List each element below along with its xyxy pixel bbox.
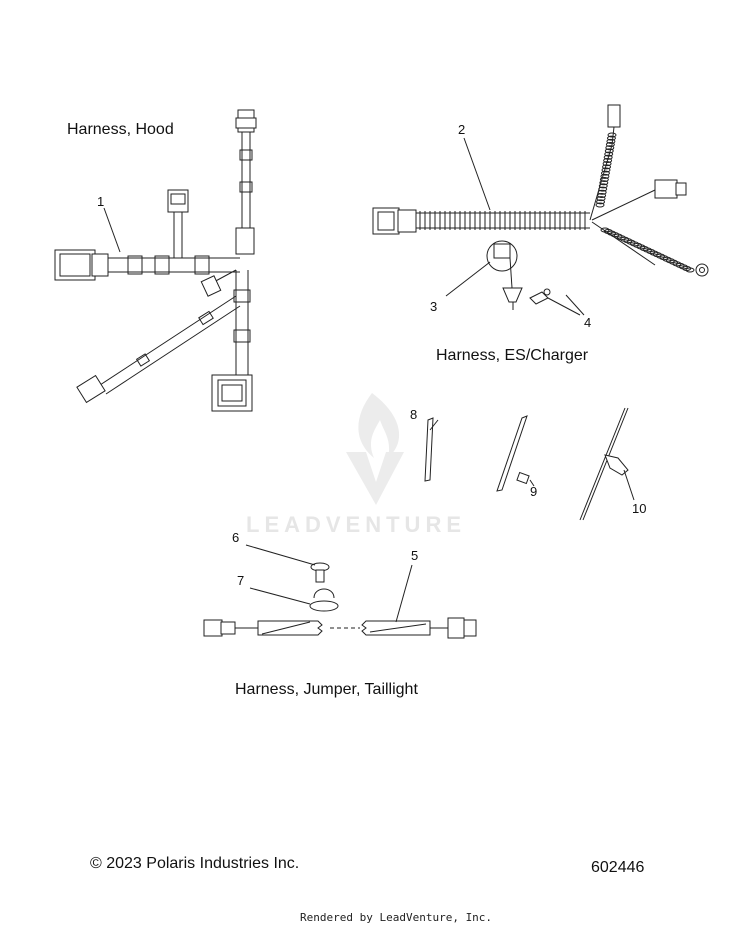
section-title-jumper: Harness, Jumper, Taillight xyxy=(235,681,418,698)
cable-ties-drawing xyxy=(424,407,635,521)
section-title-hood: Harness, Hood xyxy=(67,121,174,138)
diagram-number: 602446 xyxy=(591,859,645,876)
callout-5: 5 xyxy=(411,548,419,563)
callout-4: 4 xyxy=(584,315,592,330)
copyright-text: © 2023 Polaris Industries Inc. xyxy=(90,855,300,872)
callout-7: 7 xyxy=(237,573,245,588)
rendered-by-text: Rendered by LeadVenture, Inc. xyxy=(300,911,493,924)
watermark-text: LEADVENTURE xyxy=(246,512,467,537)
callout-6: 6 xyxy=(232,530,240,545)
callout-2: 2 xyxy=(458,122,466,137)
harness-hood-drawing xyxy=(54,109,257,412)
harness-jumper-drawing xyxy=(203,544,477,639)
callout-1: 1 xyxy=(97,194,105,209)
callout-10: 10 xyxy=(632,501,647,516)
callout-8: 8 xyxy=(410,407,418,422)
callout-3: 3 xyxy=(430,299,438,314)
harness-es-charger-drawing xyxy=(372,104,709,316)
callout-9: 9 xyxy=(530,484,538,499)
section-title-es-charger: Harness, ES/Charger xyxy=(436,347,589,364)
